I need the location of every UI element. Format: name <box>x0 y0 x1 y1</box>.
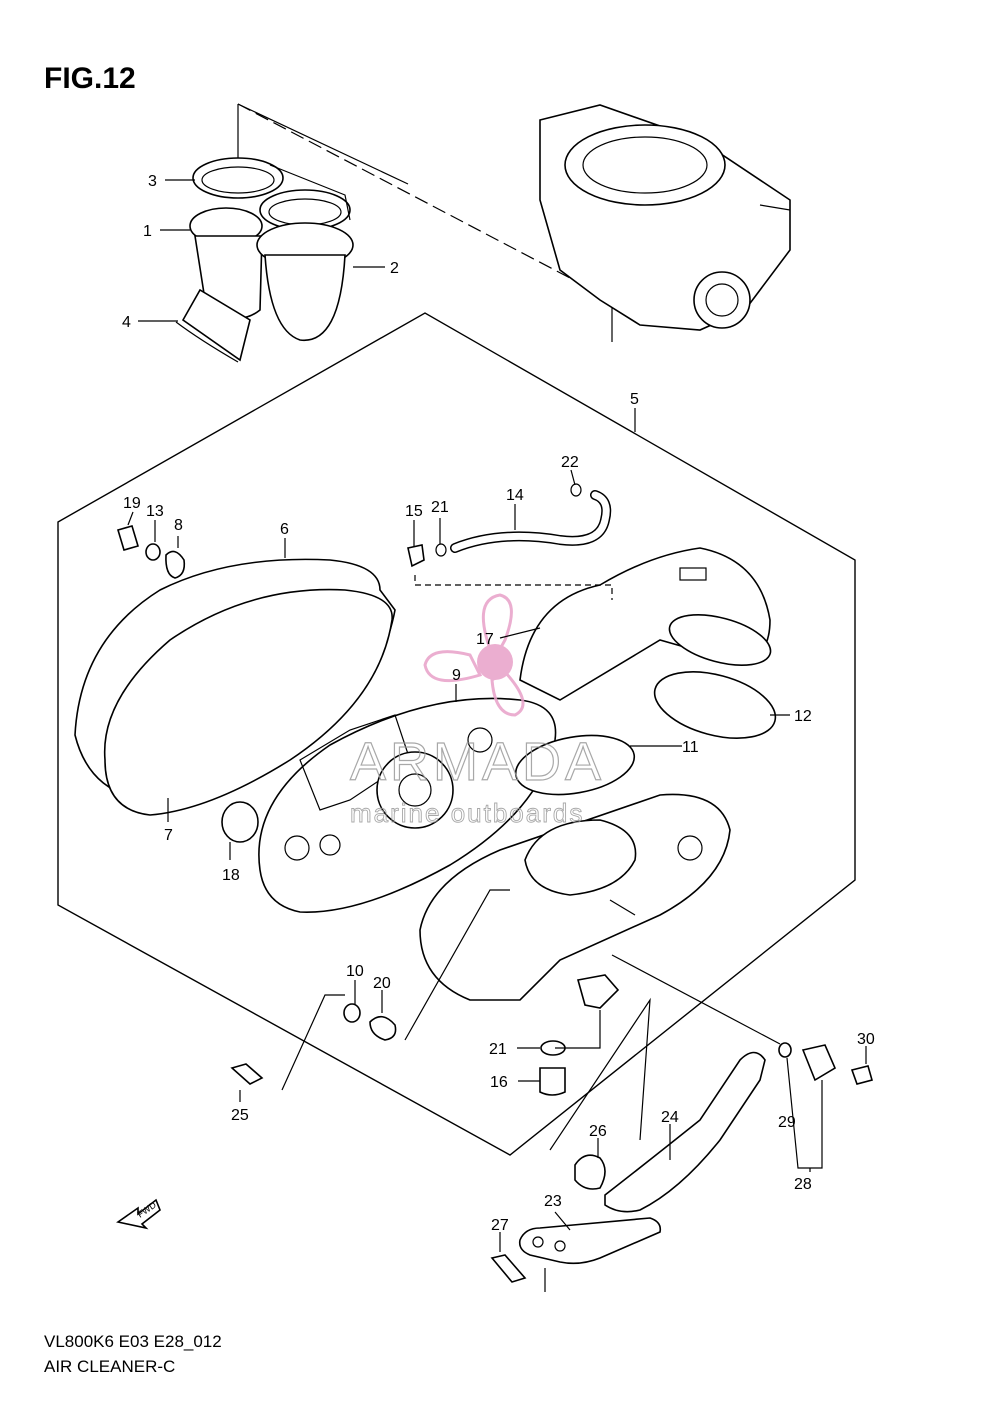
callout-28: 28 <box>794 1176 812 1193</box>
callout-16: 16 <box>490 1074 508 1091</box>
callout-15: 15 <box>405 503 423 520</box>
callout-11: 11 <box>682 739 699 756</box>
callout-21-upper: 21 <box>431 499 449 516</box>
seal-ring-12 <box>653 671 777 739</box>
figure-code: VL800K6 E03 E28_012 <box>44 1332 222 1351</box>
callout-2: 2 <box>390 260 399 277</box>
cleaner-cover-illustration <box>74 558 396 843</box>
bracket-23 <box>518 1217 662 1265</box>
callout-10: 10 <box>346 963 364 980</box>
callout-24: 24 <box>661 1109 679 1126</box>
callout-20: 20 <box>373 975 391 992</box>
callout-3: 3 <box>148 173 157 190</box>
throttle-body-illustration <box>539 104 791 331</box>
callout-5: 5 <box>630 391 639 408</box>
callout-26: 26 <box>589 1123 607 1140</box>
callout-23: 23 <box>544 1193 562 1210</box>
armada-watermark-logo: ARMADA marine outboards <box>349 593 605 828</box>
callout-14: 14 <box>506 487 524 504</box>
callout-22: 22 <box>561 454 579 471</box>
watermark-tagline: marine outboards <box>350 798 584 828</box>
intake-boots-illustration <box>175 157 354 363</box>
fwd-arrow-icon: FWD <box>116 1198 161 1230</box>
seal-ring-11 <box>514 734 636 796</box>
callout-27: 27 <box>491 1217 509 1234</box>
callout-12: 12 <box>794 708 812 725</box>
air-cleaner-group-outline <box>57 312 856 1156</box>
callout-21-lower: 21 <box>489 1041 507 1058</box>
cleaner-case-illustration <box>419 793 731 1001</box>
callout-4: 4 <box>122 314 131 331</box>
figure-title: FIG.12 <box>44 62 136 95</box>
intake-duct-illustration <box>519 547 772 701</box>
callout-29: 29 <box>778 1114 796 1131</box>
bracket-24 <box>604 1051 766 1213</box>
watermark-brand: ARMADA <box>350 732 605 792</box>
callout-25: 25 <box>231 1107 249 1124</box>
callout-30: 30 <box>857 1031 875 1048</box>
leader-lines <box>127 179 867 1292</box>
callout-8: 8 <box>174 517 183 534</box>
callout-labels: 1 2 3 4 5 6 7 8 9 10 11 12 13 14 15 16 1… <box>122 173 875 1234</box>
assembly-outline <box>237 103 409 185</box>
filter-element-illustration <box>258 697 557 913</box>
callout-7: 7 <box>164 827 173 844</box>
callout-9: 9 <box>452 667 461 684</box>
callout-13: 13 <box>146 503 164 520</box>
callout-6: 6 <box>280 521 289 538</box>
callout-18: 18 <box>222 867 240 884</box>
callout-19: 19 <box>123 495 141 512</box>
callout-17: 17 <box>476 631 494 648</box>
callout-1: 1 <box>143 223 152 240</box>
figure-name: AIR CLEANER-C <box>44 1357 176 1376</box>
